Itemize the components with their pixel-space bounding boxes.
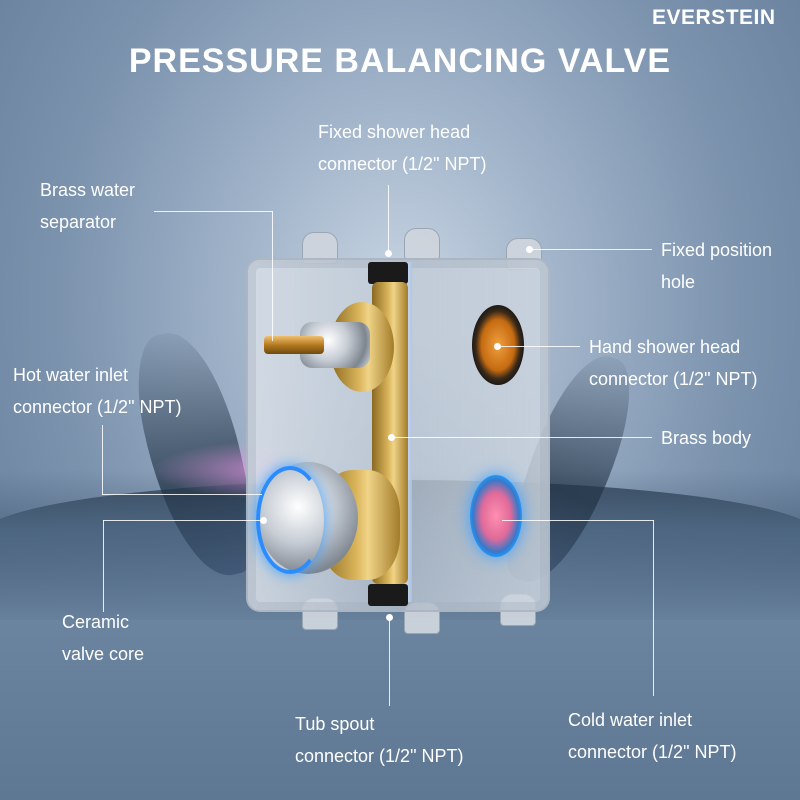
leader-tub-spout [389,618,390,706]
callout-line: Hand shower head [589,337,741,357]
callout-line: connector (1/2" NPT) [318,154,487,174]
callout-hot-water-inlet: Hot water inlet connector (1/2" NPT) [13,359,181,423]
callout-line: connector (1/2" NPT) [295,746,464,766]
callout-line: hole [661,272,696,292]
body-cap-top [368,262,408,284]
leader-fixed-shower-head [388,185,389,255]
callout-line: separator [40,212,117,232]
cold-water-port [470,475,522,557]
leader-fixed-position-hole [530,249,652,250]
brass-separator-stem [264,336,324,354]
callout-line: Hot water inlet [13,365,129,385]
brand-logo: EVERSTEIN [652,6,776,29]
callout-line: Brass water [40,180,136,200]
callout-hand-shower-head: Hand shower head connector (1/2" NPT) [589,331,757,395]
callout-line: Fixed position [661,240,773,260]
leader-dot [526,246,533,253]
leader-cold-inlet-h [502,520,654,521]
callout-line: Cold water inlet [568,710,693,730]
callout-brass-water-separator: Brass water separator [40,174,135,238]
leader-dot [388,434,395,441]
callout-line: Fixed shower head [318,122,471,142]
callout-line: connector (1/2" NPT) [13,397,182,417]
callout-line: connector (1/2" NPT) [589,369,758,389]
callout-fixed-position-hole: Fixed position hole [661,234,772,298]
callout-fixed-shower-head: Fixed shower head connector (1/2" NPT) [318,116,486,180]
callout-brass-body: Brass body [661,422,751,454]
leader-dot [260,517,267,524]
callout-line: Brass body [661,428,752,448]
leader-hot-inlet-h [102,494,262,495]
leader-ceramic-v [103,520,104,612]
leader-cold-inlet-v [653,520,654,696]
leader-dot [494,343,501,350]
leader-brass-separator-h [154,211,273,212]
leader-dot [385,250,392,257]
housing-edge-highlight [404,262,412,602]
leader-hand-shower [498,346,580,347]
callout-ceramic-valve-core: Ceramic valve core [62,606,144,670]
callout-line: Tub spout [295,714,375,734]
page-title: PRESSURE BALANCING VALVE [128,42,672,80]
callout-cold-water-inlet: Cold water inlet connector (1/2" NPT) [568,704,736,768]
callout-line: valve core [62,644,145,664]
callout-tub-spout: Tub spout connector (1/2" NPT) [295,708,463,772]
mounting-tab [404,228,440,260]
leader-brass-body [392,437,652,438]
leader-brass-separator-v [272,211,273,341]
callout-line: Ceramic [62,612,130,632]
leader-hot-inlet-v [102,425,103,495]
body-cap-bottom [368,584,408,606]
callout-line: connector (1/2" NPT) [568,742,737,762]
leader-dot [386,614,393,621]
leader-ceramic-h [103,520,263,521]
